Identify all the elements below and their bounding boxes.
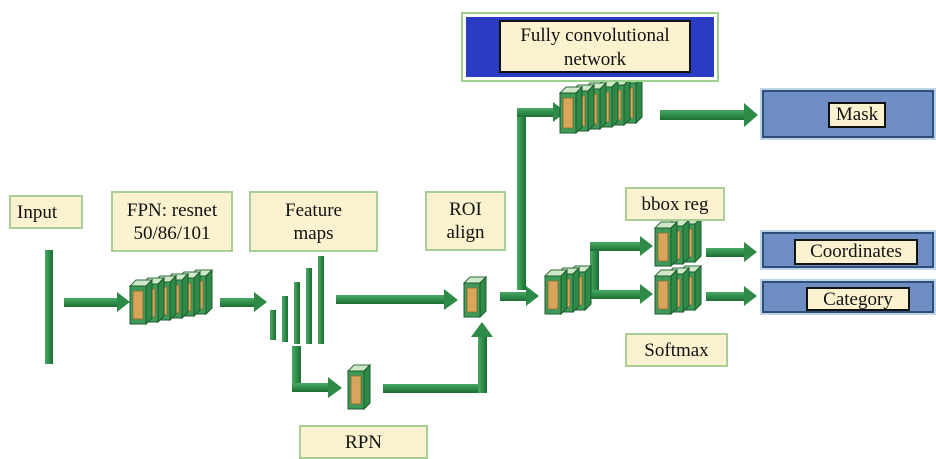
rpn-layer-block (346, 363, 372, 411)
roi-align-label: ROI align (425, 191, 506, 251)
layer-block (462, 275, 488, 319)
rpn-label: RPN (299, 425, 428, 459)
input-bar (45, 250, 53, 364)
softmax-label-text: Softmax (644, 339, 709, 361)
bbox-reg-label: bbox reg (625, 187, 725, 221)
arrow-fcn-to-mask (660, 103, 758, 127)
layer-blocks (128, 75, 703, 411)
fcn-label-line1: Fully convolutional (520, 25, 670, 46)
roi-align-line1: ROI (449, 199, 482, 220)
rpn-label-text: RPN (345, 431, 382, 453)
layer-block (653, 268, 679, 316)
feature-maps-line2: maps (293, 222, 334, 244)
arrow-to-coordinates (706, 242, 757, 262)
category-output-box: Category (760, 279, 936, 315)
roi-layer-block (462, 275, 488, 319)
fpn-label-line1: FPN: resnet (126, 199, 218, 221)
arrow-split (590, 236, 653, 304)
fcn-box: Fully convolutional network (461, 12, 719, 82)
fcn-layer-stack (558, 75, 644, 135)
layer-block (128, 278, 154, 326)
arrow-input-to-fpn (64, 292, 130, 312)
arrow-rpn-to-roi (383, 322, 493, 393)
softmax-layer-stack (653, 264, 703, 316)
fpn-label: FPN: resnet 50/86/101 (111, 191, 233, 252)
feature-maps-line1: Feature (285, 199, 342, 221)
mask-output-label: Mask (828, 102, 886, 128)
input-label-text: Input (17, 201, 58, 223)
fcn-label-line2: network (563, 49, 627, 70)
arrow-features-to-roi (336, 289, 458, 310)
arrow-roi-to-head (500, 286, 539, 306)
bbox-layer-stack (653, 216, 703, 268)
layer-block (543, 268, 569, 316)
coordinates-output-box: Coordinates (760, 230, 936, 270)
fpn-label-line2: 50/86/101 (133, 222, 211, 244)
arrow-to-category (706, 286, 757, 306)
layer-block (346, 363, 372, 411)
layer-block (558, 85, 584, 135)
arrow-features-to-rpn (292, 346, 342, 398)
fcn-label: Fully convolutional network (499, 20, 691, 73)
roi-align-line2: align (446, 222, 485, 243)
softmax-label: Softmax (625, 333, 728, 367)
layer-block (653, 220, 679, 268)
head-layer-stack (543, 264, 593, 316)
input-label: Input (9, 195, 83, 229)
feature-maps-label: Feature maps (249, 191, 378, 252)
arrow-to-mask-branch (517, 102, 566, 290)
fpn-layer-stack (128, 268, 214, 326)
mask-output-box: Mask (760, 88, 936, 140)
category-output-label: Category (806, 287, 910, 311)
coordinates-output-label: Coordinates (794, 239, 918, 265)
feature-map-bars (270, 256, 324, 344)
arrow-fpn-to-features (220, 292, 267, 312)
bbox-reg-label-text: bbox reg (641, 193, 709, 215)
